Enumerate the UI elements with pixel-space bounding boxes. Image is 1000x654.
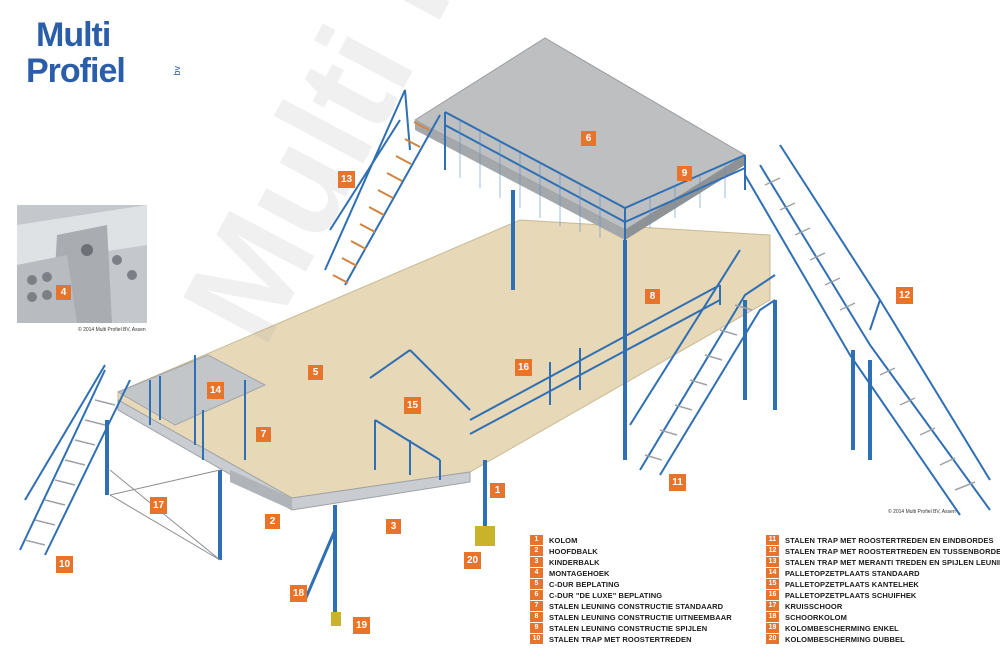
callout-5: 5 (308, 365, 323, 380)
column-protector-double (475, 526, 495, 546)
callout-6: 6 (581, 131, 596, 146)
stair-10-treads (24, 399, 116, 546)
logo-line1: Multi (36, 16, 111, 54)
callout-14: 14 (207, 382, 224, 399)
stair-11-treads (644, 304, 753, 461)
callout-17: 17 (150, 497, 167, 514)
callout-20: 20 (464, 552, 481, 569)
main-copyright: © 2014 Multi Profiel BV, Assen (888, 509, 956, 515)
callout-15: 15 (404, 397, 421, 414)
callout-10: 10 (56, 556, 73, 573)
grating-area (116, 354, 267, 426)
detail-illustration (17, 205, 147, 323)
upper-railing (444, 111, 746, 240)
callout-16: 16 (515, 359, 532, 376)
callout-8: 8 (645, 289, 660, 304)
lower-railing (369, 284, 721, 480)
stair-13 (324, 89, 441, 286)
callout-7: 7 (256, 427, 271, 442)
stair-13-treads (332, 121, 430, 284)
callout-12: 12 (896, 287, 913, 304)
inset-copyright: © 2014 Multi Profiel BV, Assen (78, 327, 146, 333)
callout-2: 2 (265, 514, 280, 529)
child-beam (230, 470, 292, 510)
montagehoek-detail-photo (17, 205, 147, 323)
callout-1: 1 (490, 483, 505, 498)
callout-4: 4 (56, 285, 71, 300)
logo-suffix: bv (172, 66, 182, 76)
callout-11: 11 (669, 474, 686, 491)
column-protector-single (331, 612, 341, 626)
callout-19: 19 (353, 617, 370, 634)
callout-13: 13 (338, 171, 355, 188)
logo-line2: Profiel (26, 52, 126, 90)
stair-11 (629, 249, 776, 476)
stair-12 (744, 144, 991, 516)
callout-18: 18 (290, 585, 307, 602)
stair-10 (19, 364, 131, 556)
callout-9: 9 (677, 166, 692, 181)
stair-12-treads (764, 177, 976, 491)
multiprofiel-logo: Multi Profiel bv (26, 14, 182, 90)
brace-column (303, 529, 337, 601)
cross-bracing (109, 469, 221, 561)
callout-3: 3 (386, 519, 401, 534)
